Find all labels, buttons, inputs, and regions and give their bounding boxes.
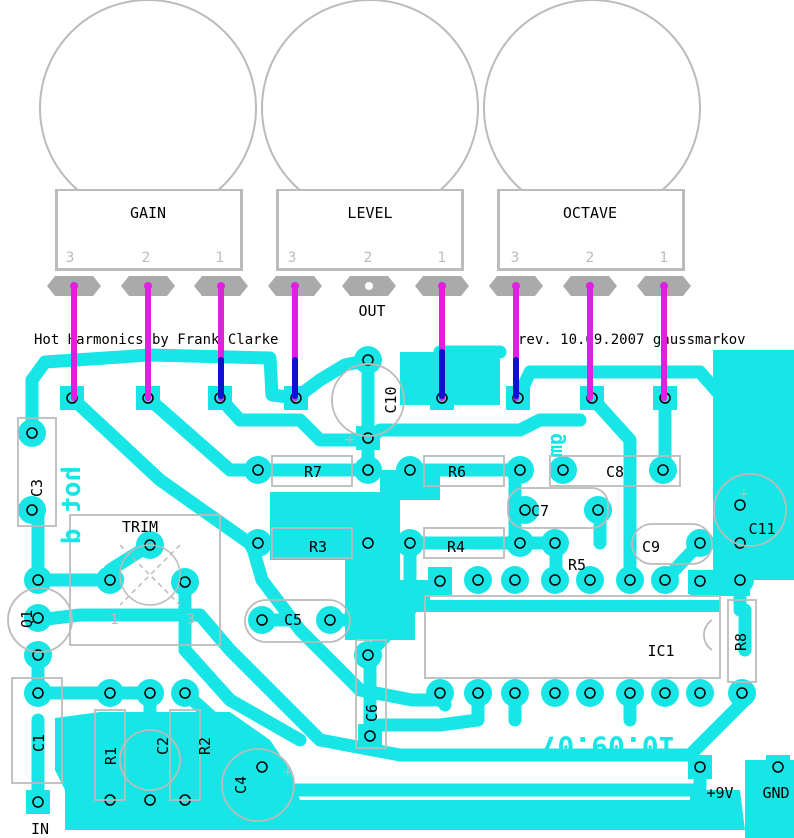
label-r7: R7 xyxy=(304,463,322,481)
label-trim: TRIM xyxy=(122,518,158,536)
trim-pin-1: 1 xyxy=(110,612,119,628)
pot-level-label: LEVEL xyxy=(347,204,392,222)
c4-plus: + xyxy=(282,764,294,780)
label-in: IN xyxy=(31,820,49,838)
copper-pads xyxy=(18,346,790,814)
label-c1: C1 xyxy=(30,734,48,752)
copper-date: 10.09.07 xyxy=(541,730,676,763)
c11-plus: + xyxy=(738,486,750,502)
label-gnd: GND xyxy=(762,784,789,802)
label-c10: C10 xyxy=(382,386,400,413)
copper-gm: gm xyxy=(543,433,567,457)
silk-outlines xyxy=(7,363,787,822)
label-c5: C5 xyxy=(284,611,302,629)
label-c9: C9 xyxy=(642,538,660,556)
label-r6: R6 xyxy=(448,463,466,481)
label-c2: C2 xyxy=(154,737,172,755)
level-pin-2: 2 xyxy=(364,250,373,266)
level-pin-1: 1 xyxy=(438,250,447,266)
octave-pin-3: 3 xyxy=(511,250,520,266)
label-r5: R5 xyxy=(568,556,586,574)
wire-ends xyxy=(70,282,668,290)
pot-wires xyxy=(71,283,667,401)
label-c8: C8 xyxy=(606,463,624,481)
label-c6: C6 xyxy=(363,704,381,722)
trim-pin-3: 3 xyxy=(186,612,195,628)
label-c3: C3 xyxy=(28,479,46,497)
gain-pin-2: 2 xyxy=(142,250,151,266)
label-c4: C4 xyxy=(232,776,250,794)
label-q1: Q1 xyxy=(18,610,36,628)
trimpot-outline xyxy=(119,544,181,606)
pot-octave-label: OCTAVE xyxy=(563,204,617,222)
gain-pin-1: 1 xyxy=(216,250,225,266)
label-r1: R1 xyxy=(102,747,120,765)
label-r3: R3 xyxy=(309,538,327,556)
label-c11: C11 xyxy=(748,520,775,538)
octave-pin-2: 2 xyxy=(586,250,595,266)
board-title: Hot Harmonics by Frank Clarke xyxy=(34,332,278,348)
board-revision: rev. 10.09.2007 gaussmarkov xyxy=(518,332,746,348)
octave-pin-1: 1 xyxy=(660,250,669,266)
c10-plus: + xyxy=(344,432,356,448)
label-9v: +9V xyxy=(706,784,733,802)
label-c7: C7 xyxy=(531,502,549,520)
label-ic1: IC1 xyxy=(647,642,674,660)
level-pin-3: 3 xyxy=(288,250,297,266)
copper-hot: hot d xyxy=(57,466,87,544)
pot-gain-label: GAIN xyxy=(130,204,166,222)
copper-fills xyxy=(55,350,794,838)
label-r8: R8 xyxy=(732,633,750,651)
gain-pin-3: 3 xyxy=(66,250,75,266)
label-r4: R4 xyxy=(447,538,465,556)
out-label: OUT xyxy=(358,302,385,320)
label-r2: R2 xyxy=(196,737,214,755)
